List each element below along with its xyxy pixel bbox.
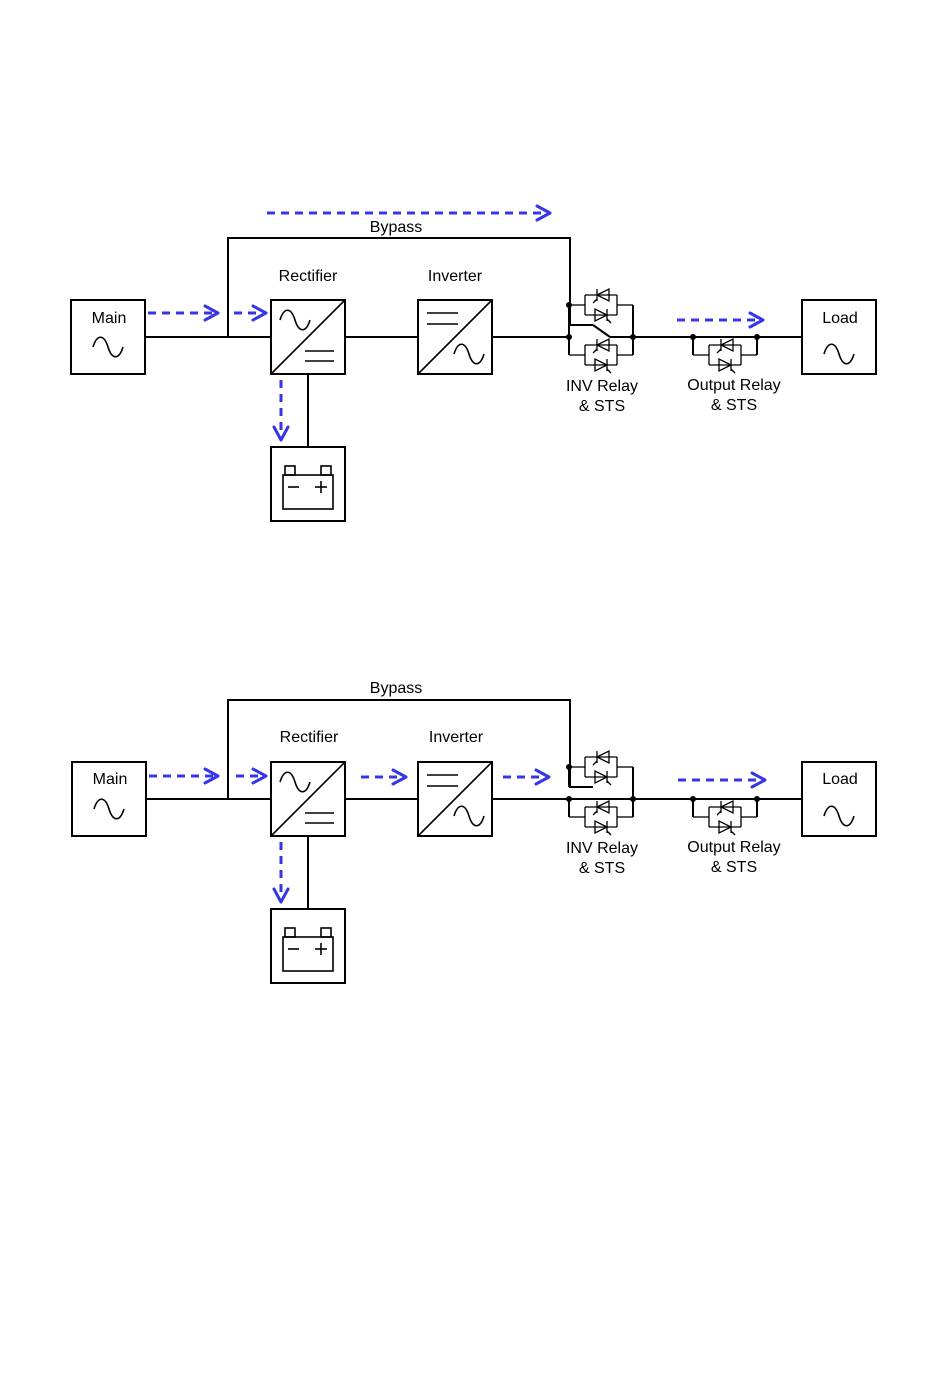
bypass-label: Bypass [370, 219, 422, 236]
output-relay-label: Output Relay [687, 839, 780, 856]
flow-arrow-main [148, 306, 218, 320]
rectifier-label: Rectifier [280, 729, 339, 746]
inv-relay-sts [566, 751, 636, 835]
inverter-label: Inverter [428, 268, 483, 285]
load-label: Load [822, 771, 858, 788]
output-relay-sts [690, 796, 760, 835]
inv-relay-sts-label: & STS [579, 860, 625, 877]
output-relay-sts-label: & STS [711, 859, 757, 876]
rectifier-label: Rectifier [279, 268, 338, 285]
inv-relay-label: INV Relay [566, 840, 638, 857]
flow-arrow-to-load [678, 773, 765, 787]
ups-diagram-bypass-mode: Bypass Main Rectifier Inverter Load INV … [71, 206, 876, 521]
ups-diagram-normal-mode: Bypass Main Rectifier Inverter Load INV … [72, 680, 876, 983]
flow-arrow-bypass [267, 206, 550, 220]
output-relay-sts [690, 334, 760, 373]
flow-arrow-to-inverter [361, 770, 406, 784]
flow-arrow-to-battery [274, 380, 288, 440]
flow-arrow-main [149, 769, 218, 783]
output-relay-sts-label: & STS [711, 397, 757, 414]
load-label: Load [822, 310, 858, 327]
flow-arrow-to-rectifier [234, 306, 266, 320]
inv-relay-label: INV Relay [566, 378, 638, 395]
output-relay-label: Output Relay [687, 377, 780, 394]
battery-box [271, 909, 345, 983]
main-label: Main [93, 771, 128, 788]
flow-arrow-to-load [677, 313, 763, 327]
main-label: Main [92, 310, 127, 327]
flow-arrow-to-battery [274, 842, 288, 902]
flow-arrow-to-rectifier [236, 769, 266, 783]
inverter-label: Inverter [429, 729, 484, 746]
inv-relay-sts-label: & STS [579, 398, 625, 415]
flow-arrow-to-relay [503, 770, 549, 784]
battery-box [271, 447, 345, 521]
bypass-label: Bypass [370, 680, 422, 697]
